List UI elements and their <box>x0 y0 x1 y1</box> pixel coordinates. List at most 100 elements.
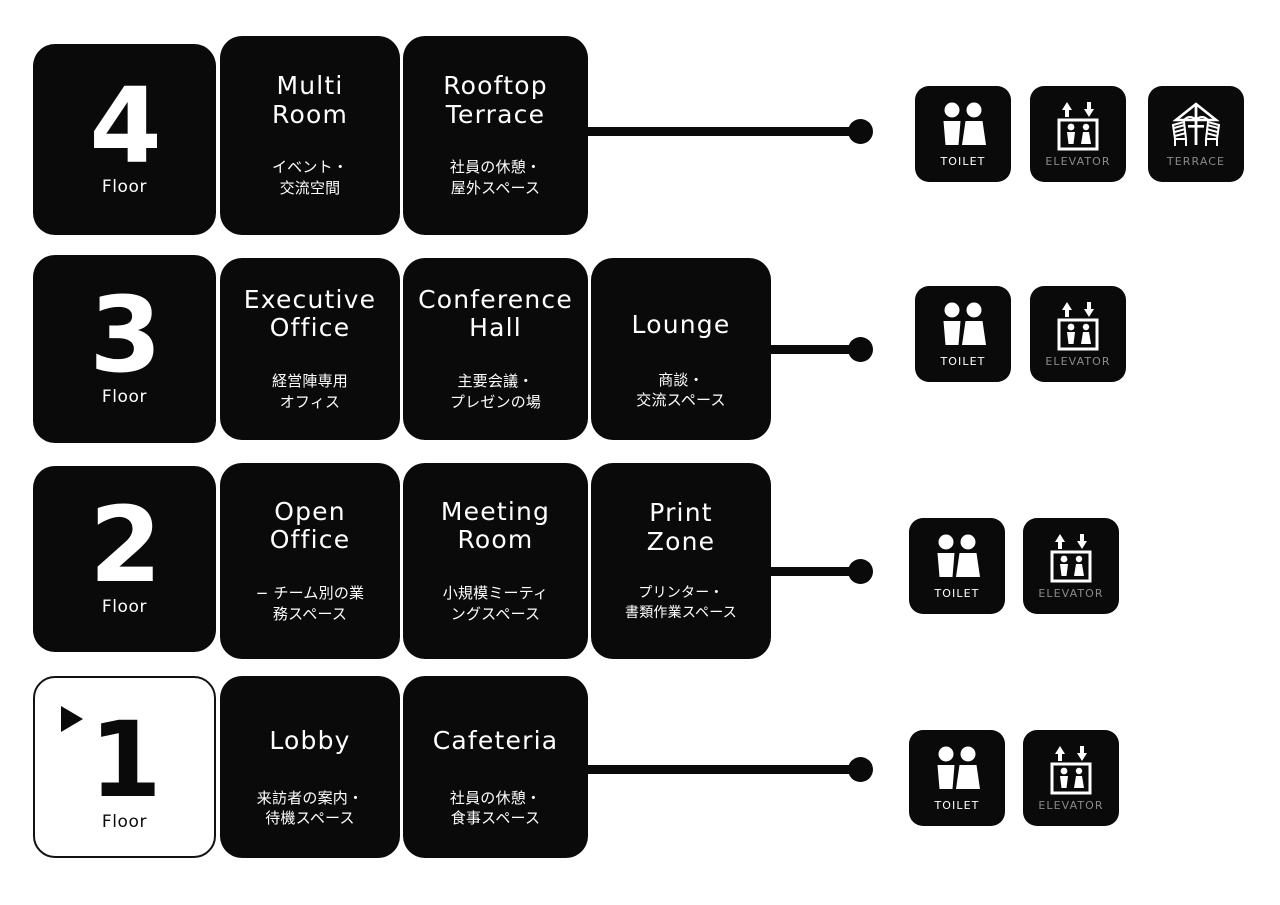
room-subtitle: 社員の休憩・ 屋外スペース <box>444 157 547 198</box>
amenity-tile-elevator[interactable]: ELEVATOR <box>1023 730 1119 826</box>
room-subtitle: 商談・ 交流スペース <box>630 370 731 411</box>
room-title: Rooftop Terrace <box>435 72 556 129</box>
room-card-open-office[interactable]: Open Office − チーム別の業 務スペース <box>220 463 400 659</box>
amenity-tile-toilet[interactable]: TOILET <box>915 286 1011 382</box>
room-title: Print Zone <box>639 499 723 556</box>
room-title-line2: Terrace <box>445 99 546 129</box>
room-subtitle: 主要会議・ プレゼンの場 <box>444 371 547 412</box>
room-title: Lounge <box>624 287 739 340</box>
room-card-conference-hall[interactable]: Conference Hall 主要会議・ プレゼンの場 <box>403 258 588 440</box>
elevator-icon <box>1057 301 1099 350</box>
toilet-icon <box>943 302 986 345</box>
floor-number: 1 <box>89 699 161 822</box>
room-card-lounge[interactable]: Lounge 商談・ 交流スペース <box>591 258 771 440</box>
room-title-line1: Meeting <box>440 496 551 526</box>
connector-dot <box>848 757 873 782</box>
floor-number: 4 <box>89 64 161 187</box>
amenity-label: TOILET <box>934 798 980 812</box>
connector-dot <box>848 119 873 144</box>
room-title: Executive Office <box>236 284 385 343</box>
floor-number-card-1[interactable]: 1 Floor <box>33 676 216 858</box>
amenity-tile-toilet[interactable]: TOILET <box>915 86 1011 182</box>
room-card-cafeteria[interactable]: Cafeteria 社員の休憩・ 食事スペース <box>403 676 588 858</box>
floor-word: Floor <box>101 596 148 617</box>
room-sub-line2: ングスペース <box>450 604 541 623</box>
amenity-label: ELEVATOR <box>1045 354 1111 368</box>
room-sub-line1: 社員の休憩・ <box>449 158 542 177</box>
room-title-line1: Conference <box>418 284 573 314</box>
room-title: Cafeteria <box>425 705 567 756</box>
play-triangle-marker-icon <box>61 706 83 732</box>
room-subtitle: 経営陣専用 オフィス <box>266 371 354 412</box>
elevator-icon <box>1057 101 1099 150</box>
amenity-tile-elevator[interactable]: ELEVATOR <box>1030 86 1126 182</box>
room-card-executive-office[interactable]: Executive Office 経営陣専用 オフィス <box>220 258 400 440</box>
room-sub-line1: 商談・ <box>658 370 704 389</box>
room-sub-line2: 書類作業スペース <box>625 604 737 621</box>
room-sub-line2: 務スペース <box>272 604 348 623</box>
room-card-rooftop-terrace[interactable]: Rooftop Terrace 社員の休憩・ 屋外スペース <box>403 36 588 235</box>
room-sub-line1: 来訪者の案内・ <box>256 788 364 807</box>
room-subtitle: 社員の休憩・ 食事スペース <box>444 788 547 829</box>
room-title-line1: Executive <box>243 284 377 314</box>
room-title-line2: Room <box>272 99 348 129</box>
amenity-tile-elevator[interactable]: ELEVATOR <box>1023 518 1119 614</box>
floor-word: Floor <box>101 811 148 832</box>
room-subtitle: − チーム別の業 務スペース <box>250 583 371 624</box>
amenity-label: ELEVATOR <box>1038 586 1104 600</box>
amenity-tile-elevator[interactable]: ELEVATOR <box>1030 286 1126 382</box>
room-sub-line2: 屋外スペース <box>450 179 541 197</box>
toilet-icon <box>937 534 980 577</box>
room-subtitle: 来訪者の案内・ 待機スペース <box>251 788 369 829</box>
amenity-label: ELEVATOR <box>1038 798 1104 812</box>
elevator-icon <box>1050 745 1092 794</box>
amenity-label: TOILET <box>934 586 980 600</box>
room-sub-line2: 待機スペース <box>265 809 355 828</box>
room-card-print-zone[interactable]: Print Zone プリンター・ 書類作業スペース <box>591 463 771 659</box>
elevator-icon <box>1050 533 1092 582</box>
floor-number-card-3[interactable]: 3 Floor <box>33 255 216 443</box>
room-subtitle: 小規模ミーティ ングスペース <box>437 583 555 624</box>
room-title-line2: Hall <box>469 313 522 343</box>
room-subtitle: イベント・ 交流空間 <box>266 157 354 198</box>
room-title-line1: Rooftop <box>443 71 548 101</box>
room-sub-line2: 交流スペース <box>636 391 726 410</box>
room-sub-line1: 主要会議・ <box>457 371 534 390</box>
amenity-tile-terrace[interactable]: TERRACE <box>1148 86 1244 182</box>
amenity-label: TERRACE <box>1166 154 1226 168</box>
terrace-icon <box>1171 101 1221 146</box>
connector-line <box>585 127 853 136</box>
amenity-label: TOILET <box>940 154 986 168</box>
room-title: Multi Room <box>264 72 356 129</box>
room-card-meeting-room[interactable]: Meeting Room 小規模ミーティ ングスペース <box>403 463 588 659</box>
room-sub-line2: オフィス <box>279 392 341 411</box>
room-title: Meeting Room <box>433 496 558 555</box>
connector-dot <box>848 337 873 362</box>
room-subtitle: プリンター・ 書類作業スペース <box>619 584 743 623</box>
room-sub-line1: イベント・ <box>271 158 348 177</box>
room-sub-line2: 交流空間 <box>279 179 341 197</box>
room-sub-line1: 経営陣専用 <box>271 371 348 390</box>
connector-dot <box>848 559 873 584</box>
room-card-lobby[interactable]: Lobby 来訪者の案内・ 待機スペース <box>220 676 400 858</box>
toilet-icon <box>937 746 980 789</box>
room-title-line2: Office <box>269 525 351 555</box>
floor-number: 2 <box>89 484 161 607</box>
room-title-line1: Lounge <box>631 310 731 340</box>
floor-number-card-2[interactable]: 2 Floor <box>33 466 216 652</box>
amenity-tile-toilet[interactable]: TOILET <box>909 518 1005 614</box>
connector-line <box>768 345 853 354</box>
amenity-tile-toilet[interactable]: TOILET <box>909 730 1005 826</box>
floor-number: 3 <box>89 274 161 397</box>
room-sub-line1: − チーム別の業 <box>255 583 365 602</box>
room-sub-line1: 小規模ミーティ <box>442 583 549 602</box>
room-card-multi-room[interactable]: Multi Room イベント・ 交流空間 <box>220 36 400 235</box>
floor-word: Floor <box>101 386 148 407</box>
room-sub-line2: プレゼンの場 <box>449 392 542 411</box>
room-title: Conference Hall <box>410 284 581 343</box>
floor-number-card-4[interactable]: 4 Floor <box>33 44 216 235</box>
room-title: Open Office <box>262 497 359 555</box>
toilet-icon <box>943 102 986 145</box>
room-sub-line2: 食事スペース <box>450 809 541 828</box>
